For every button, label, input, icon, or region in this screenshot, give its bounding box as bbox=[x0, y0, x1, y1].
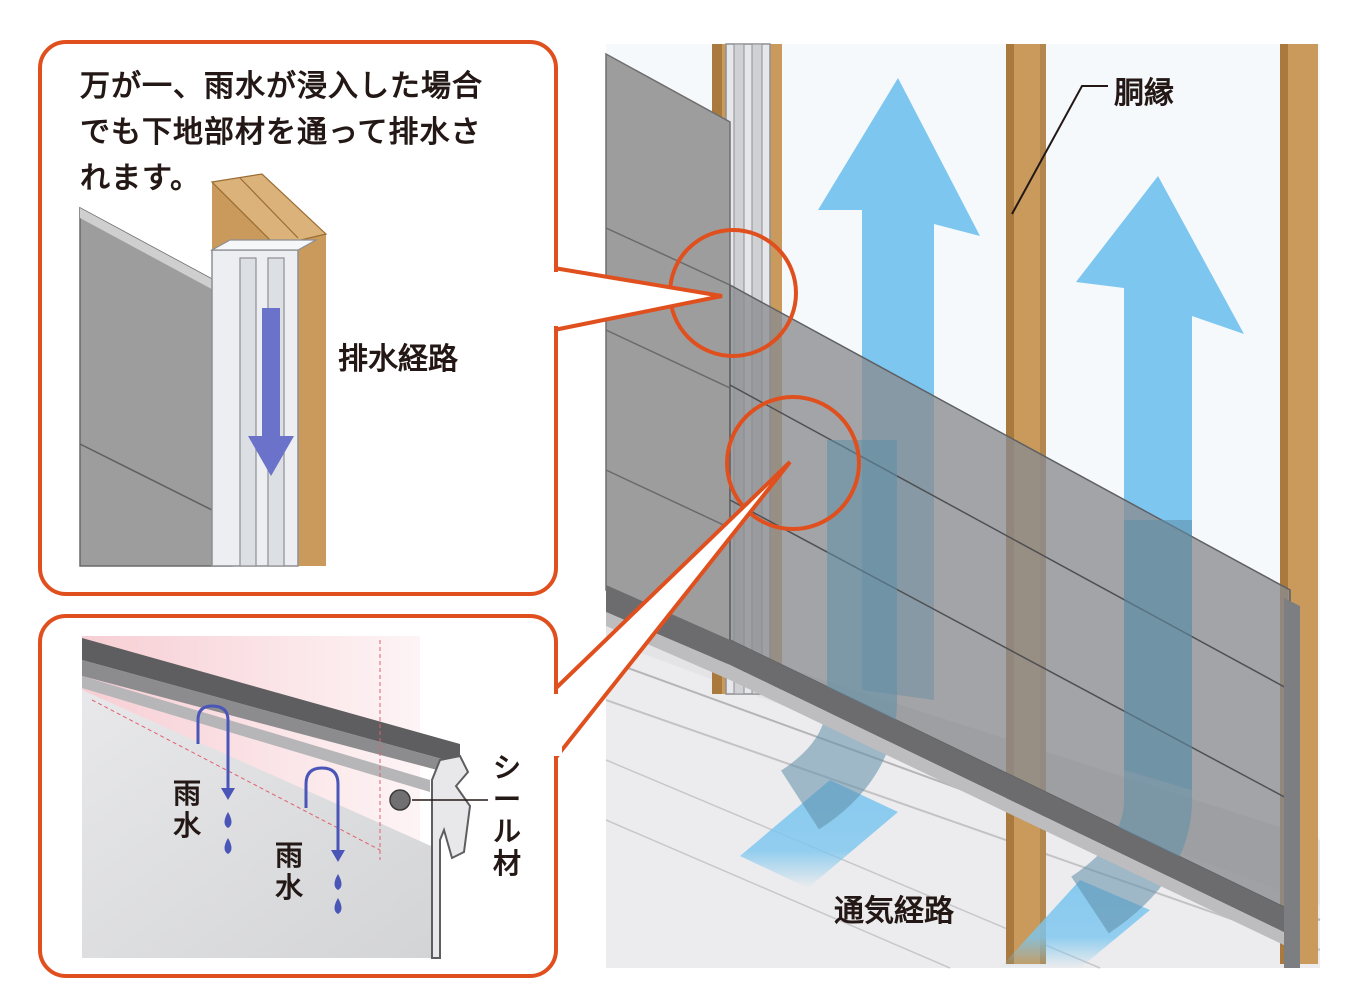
drain-arrow-head bbox=[248, 436, 294, 476]
drainage-callout bbox=[38, 40, 562, 596]
water-drop bbox=[334, 898, 342, 914]
water-path-1 bbox=[196, 704, 230, 790]
water-drop bbox=[224, 812, 232, 828]
rainwater-label-1: 雨 水 bbox=[172, 777, 201, 842]
sealant-label: シ ー ル 材 bbox=[492, 751, 521, 880]
vent-path-label: 通気経路 bbox=[834, 894, 954, 929]
drain-arrow-shaft bbox=[262, 308, 280, 438]
rainwater-label-2: 雨 水 bbox=[274, 839, 303, 904]
callout-connectors bbox=[552, 265, 792, 766]
furring-leader-line bbox=[1011, 85, 1108, 215]
main-illustration bbox=[605, 43, 1321, 969]
furring-label: 胴縁 bbox=[1114, 76, 1174, 111]
magnifier-circle-lower bbox=[725, 395, 861, 531]
water-drop bbox=[334, 874, 342, 890]
upper-siding-panel bbox=[605, 52, 731, 662]
sealant-bead bbox=[389, 789, 411, 811]
water-drop bbox=[224, 838, 232, 854]
seal-callout bbox=[38, 614, 562, 978]
drainage-caption: 万が一、雨水が浸入した場合 でも下地部材を通って排水さ れます。 bbox=[80, 69, 483, 196]
water-path-2 bbox=[304, 766, 340, 852]
drain-path-label: 排水経路 bbox=[338, 342, 458, 377]
starter-trim bbox=[606, 585, 1290, 935]
